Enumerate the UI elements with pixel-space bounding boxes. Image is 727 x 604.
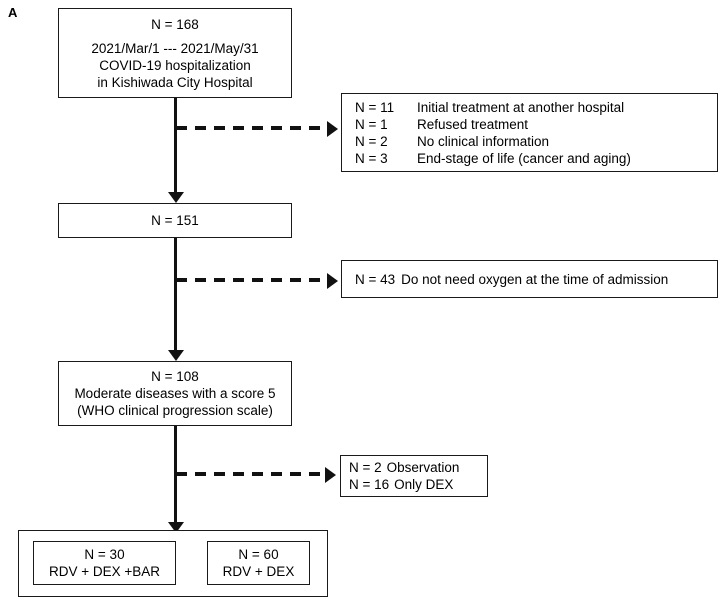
node-moderate: N = 108 Moderate diseases with a score 5…	[58, 361, 292, 426]
cohort-site: in Kishiwada City Hospital	[97, 74, 253, 90]
exclusion-reason: Refused treatment	[417, 116, 529, 132]
exclusion-row: N = 43 Do not need oxygen at the time of…	[355, 271, 668, 288]
exclusion-reason: No clinical information	[417, 133, 550, 149]
arrowhead-right-exclusion-2	[327, 273, 338, 289]
exclusion-count: N = 3	[355, 150, 388, 166]
node-arm-rdv-dex-bar: N = 30 RDV + DEX +BAR	[33, 541, 176, 585]
connector-exclusion-1	[176, 126, 328, 130]
exclusion-row: N = 3 End-stage of life (cancer and agin…	[355, 150, 631, 167]
exclusion-row: N = 16 Only DEX	[349, 476, 453, 493]
node-after-first-exclusion: N = 151	[58, 203, 292, 238]
exclusion-row: N = 1 Refused treatment	[355, 116, 528, 133]
exclusion-box-1: N = 11 Initial treatment at another hosp…	[341, 93, 718, 172]
exclusion-count: N = 43	[355, 271, 396, 287]
arrowhead-right-exclusion-1	[327, 121, 338, 137]
exclusion-count: N = 11	[355, 99, 395, 115]
connector-cohort-to-151	[174, 98, 177, 196]
cohort-condition: COVID-19 hospitalization	[99, 57, 251, 73]
exclusion-row: N = 2 Observation	[349, 459, 459, 476]
connector-151-to-108	[174, 238, 177, 353]
arm-rdv-dex-count: N = 60	[238, 547, 279, 562]
after-first-exclusion-count: N = 151	[151, 213, 199, 228]
arm-bar-treatment: RDV + DEX +BAR	[48, 564, 161, 579]
exclusion-count: N = 2	[349, 460, 382, 475]
cohort-count: N = 168	[151, 16, 199, 32]
moderate-scale: (WHO clinical progression scale)	[77, 403, 273, 418]
exclusion-reason: Do not need oxygen at the time of admiss…	[401, 271, 669, 287]
arm-bar-count: N = 30	[84, 547, 125, 562]
cohort-daterange: 2021/Mar/1 --- 2021/May/31	[91, 40, 259, 56]
exclusion-reason: Only DEX	[394, 477, 454, 492]
exclusion-count: N = 1	[355, 116, 388, 132]
node-arm-rdv-dex: N = 60 RDV + DEX	[207, 541, 310, 585]
arrowhead-down-to-151	[168, 192, 184, 203]
connector-exclusion-3	[176, 472, 326, 476]
connector-108-to-arms	[174, 426, 177, 526]
connector-exclusion-2	[176, 278, 328, 282]
exclusion-row: N = 11 Initial treatment at another hosp…	[355, 99, 624, 116]
exclusion-reason: End-stage of life (cancer and aging)	[417, 150, 631, 166]
moderate-count: N = 108	[151, 369, 199, 384]
arrowhead-down-to-108	[168, 350, 184, 361]
node-cohort: N = 168 2021/Mar/1 --- 2021/May/31 COVID…	[58, 8, 292, 98]
exclusion-count: N = 2	[355, 133, 388, 149]
exclusion-count: N = 16	[349, 477, 390, 492]
panel-label-a: A	[8, 5, 18, 20]
exclusion-box-3: N = 2 Observation N = 16 Only DEX	[340, 455, 488, 497]
exclusion-box-2: N = 43 Do not need oxygen at the time of…	[341, 260, 718, 298]
exclusion-reason: Observation	[386, 460, 460, 475]
arrowhead-down-to-arms	[168, 522, 184, 533]
arm-rdv-dex-treatment: RDV + DEX	[222, 564, 295, 579]
arrowhead-right-exclusion-3	[325, 467, 336, 483]
exclusion-row: N = 2 No clinical information	[355, 133, 549, 150]
exclusion-reason: Initial treatment at another hospital	[417, 99, 625, 115]
moderate-description: Moderate diseases with a score 5	[74, 386, 276, 401]
